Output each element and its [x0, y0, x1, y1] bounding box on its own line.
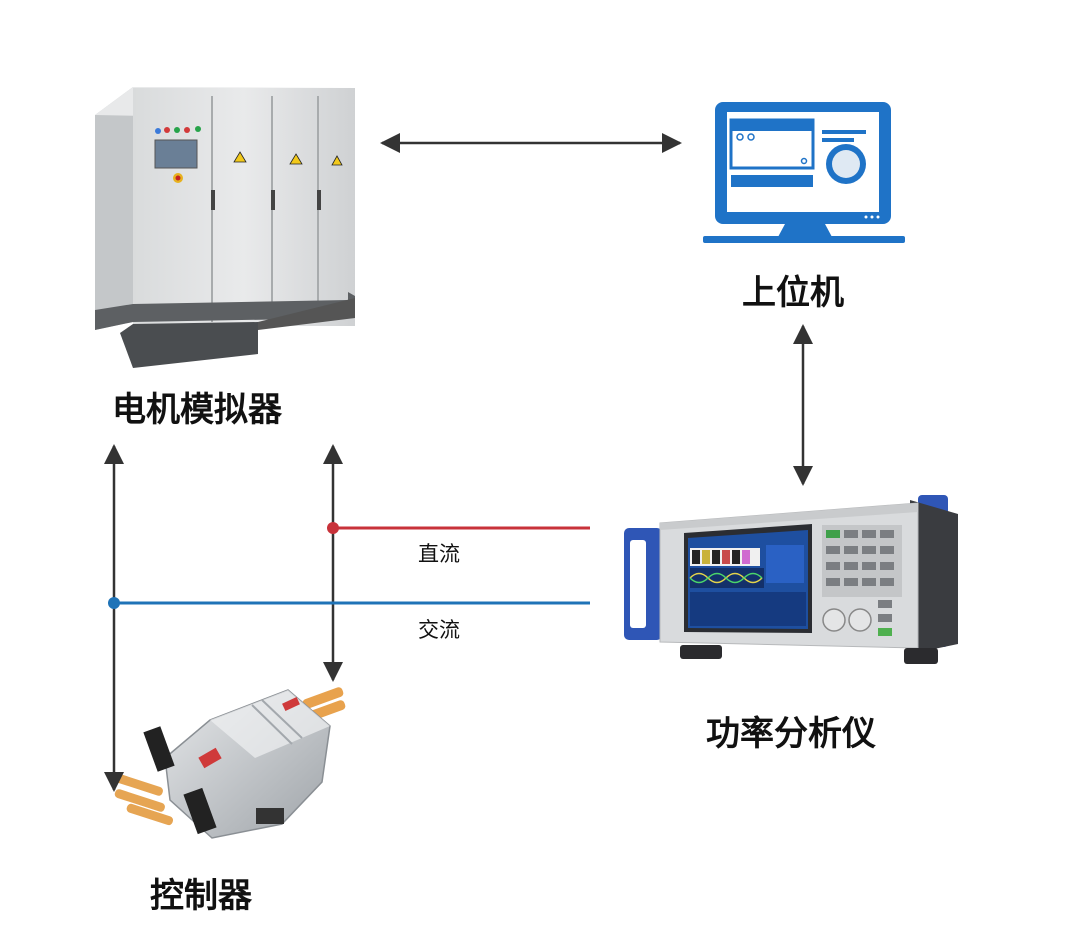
- controller-label: 控制器: [150, 876, 252, 916]
- host-computer-icon: [703, 102, 905, 243]
- dc-junction-dot: [327, 522, 339, 534]
- power-analyzer-device: [624, 495, 958, 664]
- motor-simulator-label: 电机模拟器: [112, 390, 282, 430]
- ac-junction-dot: [108, 597, 120, 609]
- dc-line-label: 直流: [418, 542, 460, 566]
- ac-line-label: 交流: [418, 618, 460, 642]
- power-analyzer-label: 功率分析仪: [706, 714, 876, 754]
- controller-device: [112, 687, 346, 839]
- motor-simulator-cabinet: [95, 87, 355, 368]
- host-computer-label: 上位机: [742, 273, 844, 313]
